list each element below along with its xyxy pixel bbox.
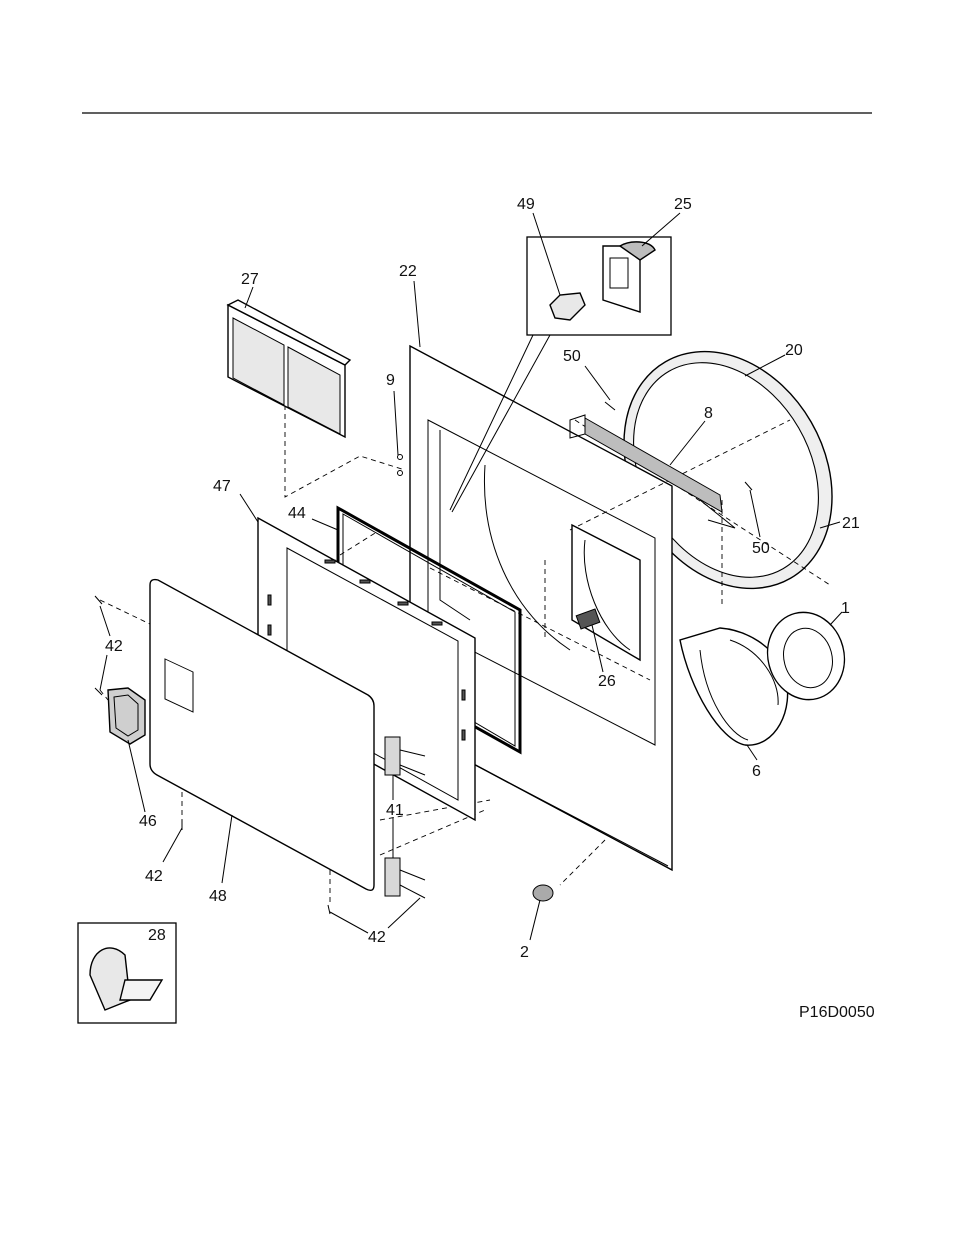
- callout-50-right: 50: [752, 540, 770, 557]
- callout-50-top: 50: [563, 348, 581, 365]
- callout-46: 46: [139, 813, 157, 830]
- lint-filter: [226, 299, 352, 439]
- callout-6: 6: [752, 763, 761, 780]
- screws: [94, 401, 753, 915]
- inset-detail-28: [77, 922, 177, 1024]
- callout-9: 9: [386, 372, 395, 389]
- callout-labels: 49 25 27 22 20 50 9 8 47 44 21 50 1 42 2…: [105, 196, 860, 961]
- callout-42-bottom: 42: [368, 929, 386, 946]
- callout-41: 41: [386, 802, 404, 819]
- door-handle: [107, 687, 146, 745]
- callout-2: 2: [520, 944, 529, 961]
- callout-47: 47: [213, 478, 231, 495]
- duct-bracket: [571, 523, 641, 662]
- callout-44: 44: [288, 505, 306, 522]
- exhaust-duct: [679, 627, 789, 746]
- leader-lines: [99, 212, 843, 941]
- callout-20: 20: [785, 342, 803, 359]
- callout-1: 1: [841, 600, 850, 617]
- callout-48: 48: [209, 888, 227, 905]
- callout-25: 25: [674, 196, 692, 213]
- drawing-code: P16D0050: [799, 1004, 875, 1021]
- callout-8: 8: [704, 405, 713, 422]
- exhaust-ring: [766, 611, 846, 701]
- outer-door: [149, 578, 375, 892]
- inset-detail-box: [449, 236, 672, 513]
- callout-21: 21: [842, 515, 860, 532]
- callout-22: 22: [399, 263, 417, 280]
- callout-42-left: 42: [105, 638, 123, 655]
- leveling-foot: [532, 884, 554, 902]
- callout-49: 49: [517, 196, 535, 213]
- door-hinges: [384, 736, 426, 899]
- lint-screen-housing: [569, 414, 736, 529]
- drum-seal-ring: [623, 350, 833, 590]
- callout-42-lower: 42: [145, 868, 163, 885]
- callout-28: 28: [148, 927, 166, 944]
- callout-27: 27: [241, 271, 259, 288]
- callout-26: 26: [598, 673, 616, 690]
